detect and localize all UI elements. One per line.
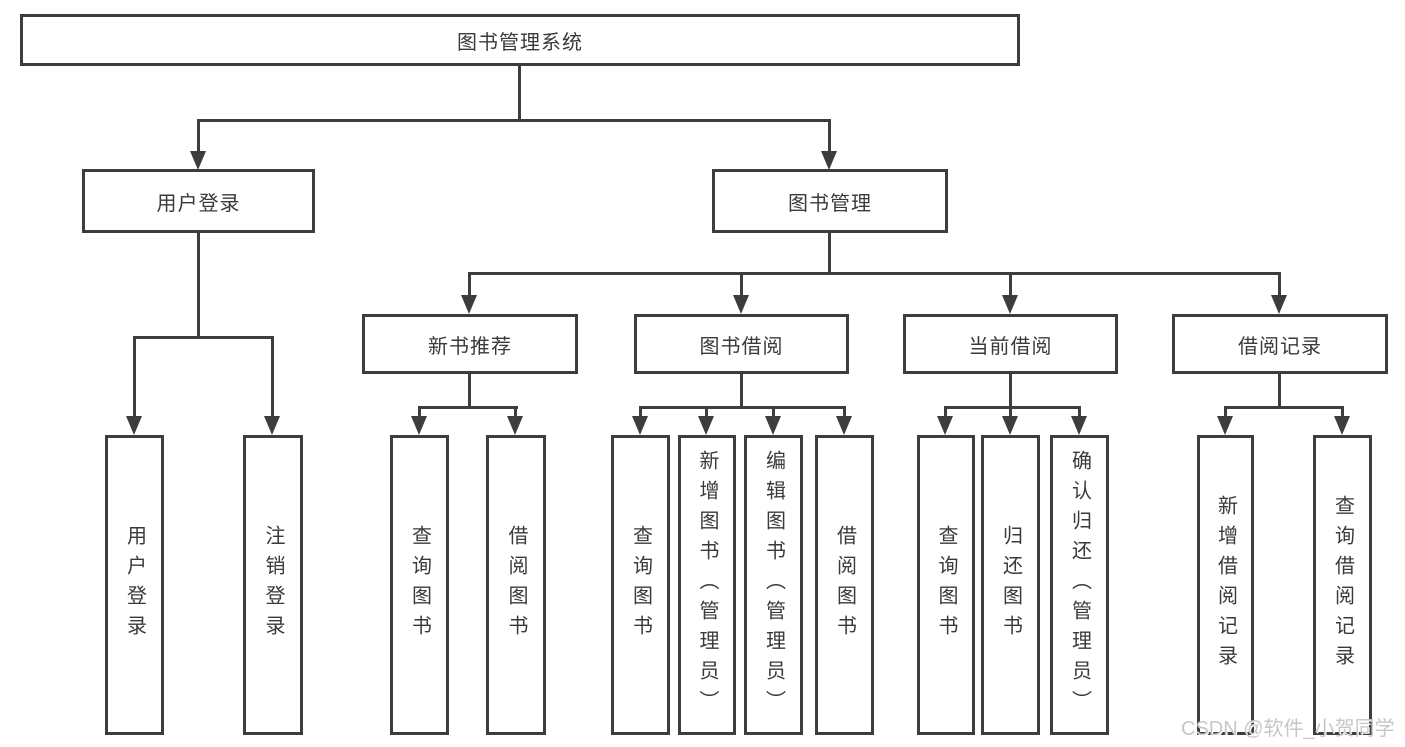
arrow-down-icon <box>836 416 852 435</box>
node-label: 新增借阅记录 <box>1214 495 1237 675</box>
connector-line <box>1278 272 1281 297</box>
arrow-down-icon <box>765 416 781 435</box>
node-label: 编辑图书（管理员） <box>762 450 785 720</box>
connector-line <box>944 406 947 418</box>
node-new-book-recommend: 新书推荐 <box>362 314 578 374</box>
connector-line <box>418 406 421 418</box>
connector-line <box>772 406 775 418</box>
node-query-books-current: 查询图书 <box>917 435 975 735</box>
connector-line <box>1009 272 1012 297</box>
node-query-books-recommend: 查询图书 <box>390 435 449 735</box>
node-label: 图书管理系统 <box>457 31 583 54</box>
arrow-down-icon <box>461 295 477 314</box>
node-user-login-leaf: 用户登录 <box>105 435 164 735</box>
node-label: 借阅图书 <box>833 525 856 645</box>
node-borrow-books-borrowing: 借阅图书 <box>815 435 874 735</box>
connector-line <box>197 233 200 336</box>
connector-line <box>740 272 743 297</box>
arrow-down-icon <box>190 151 206 170</box>
connector-line <box>1224 406 1227 418</box>
node-root: 图书管理系统 <box>20 14 1020 66</box>
node-label: 图书管理 <box>788 192 872 215</box>
connector-line <box>639 406 846 409</box>
connector-line <box>197 119 200 153</box>
node-label: 新增图书（管理员） <box>696 450 718 720</box>
node-label: 借阅记录 <box>1238 335 1322 358</box>
node-book-borrowing: 图书借阅 <box>634 314 849 374</box>
arrow-down-icon <box>1217 416 1233 435</box>
node-label: 用户登录 <box>123 525 146 645</box>
node-label: 用户登录 <box>156 192 241 215</box>
node-label: 借阅图书 <box>505 525 527 645</box>
watermark: CSDN @软件_小贺同学 <box>1181 718 1395 740</box>
node-user-login: 用户登录 <box>82 169 315 233</box>
node-current-borrowing: 当前借阅 <box>903 314 1118 374</box>
node-logout: 注销登录 <box>243 435 303 735</box>
node-query-borrow-record: 查询借阅记录 <box>1313 435 1372 735</box>
node-edit-books-admin: 编辑图书（管理员） <box>744 435 803 735</box>
node-label: 图书借阅 <box>699 335 784 358</box>
node-query-books-borrowing: 查询图书 <box>611 435 670 735</box>
connector-line <box>944 406 1081 409</box>
arrow-down-icon <box>733 295 749 314</box>
connector-line <box>468 374 471 406</box>
arrow-down-icon <box>507 416 523 435</box>
node-label: 新书推荐 <box>428 335 512 358</box>
arrow-down-icon <box>1002 416 1018 435</box>
node-label: 确认归还（管理员） <box>1068 450 1091 720</box>
node-return-books: 归还图书 <box>981 435 1040 735</box>
connector-line <box>828 119 831 153</box>
arrow-down-icon <box>698 416 714 435</box>
node-label: 当前借阅 <box>968 335 1053 358</box>
connector-line <box>639 406 642 418</box>
connector-line <box>133 336 274 339</box>
connector-line <box>1009 406 1012 418</box>
node-label: 查询图书 <box>935 525 957 645</box>
arrow-down-icon <box>632 416 648 435</box>
connector-line <box>1341 406 1344 418</box>
connector-line <box>133 336 136 418</box>
arrow-down-icon <box>411 416 427 435</box>
arrow-down-icon <box>1071 416 1087 435</box>
node-add-borrow-record: 新增借阅记录 <box>1197 435 1254 735</box>
connector-line <box>197 119 831 122</box>
arrow-down-icon <box>126 416 142 435</box>
connector-line <box>1278 374 1281 406</box>
connector-line <box>418 406 518 409</box>
node-borrow-books-recommend: 借阅图书 <box>486 435 546 735</box>
node-add-books-admin: 新增图书（管理员） <box>678 435 736 735</box>
connector-line <box>705 406 708 418</box>
arrow-down-icon <box>821 151 837 170</box>
node-book-management: 图书管理 <box>712 169 948 233</box>
connector-line <box>828 233 831 272</box>
connector-line <box>1224 406 1344 409</box>
node-label: 查询图书 <box>629 525 652 645</box>
node-label: 查询图书 <box>408 525 431 645</box>
connector-line <box>271 336 274 418</box>
connector-line <box>740 374 743 406</box>
node-label: 查询借阅记录 <box>1331 495 1354 675</box>
arrow-down-icon <box>1271 295 1287 314</box>
connector-line <box>843 406 846 418</box>
connector-line <box>1078 406 1081 418</box>
arrow-down-icon <box>1002 295 1018 314</box>
connector-line <box>468 272 1281 275</box>
node-borrowing-records: 借阅记录 <box>1172 314 1388 374</box>
node-label: 归还图书 <box>999 525 1022 645</box>
connector-line <box>468 272 471 297</box>
arrow-down-icon <box>264 416 280 435</box>
connector-line <box>514 406 517 418</box>
arrow-down-icon <box>1334 416 1350 435</box>
node-confirm-return-admin: 确认归还（管理员） <box>1050 435 1109 735</box>
connector-line <box>1009 374 1012 406</box>
node-label: 注销登录 <box>262 525 284 645</box>
arrow-down-icon <box>937 416 953 435</box>
connector-line <box>518 66 521 119</box>
